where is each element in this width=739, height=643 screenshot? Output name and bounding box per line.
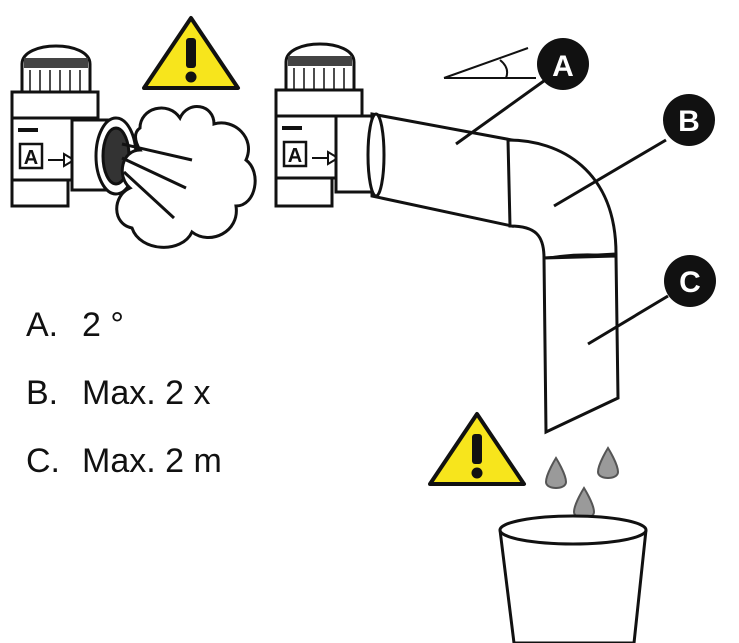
callout-a: A (537, 38, 589, 90)
callout-a-leader (455, 76, 549, 146)
legend-value-c: Max. 2 m (82, 442, 222, 480)
legend-key-b: B. (26, 374, 59, 412)
legend-value-b: Max. 2 x (82, 374, 211, 412)
valve-badge-right: A (288, 145, 302, 167)
valve-badge-left: A (24, 147, 38, 169)
callout-b-leader (553, 138, 667, 208)
callout-c-leader (587, 294, 669, 346)
legend-value-a: 2 ° (82, 306, 124, 344)
water-drop-icon-3 (572, 486, 596, 519)
callout-c: C (664, 255, 716, 307)
callout-a-label: A (552, 50, 574, 83)
callout-c-label: C (679, 266, 701, 299)
callout-b: B (663, 94, 715, 146)
legend-key-c: C. (26, 442, 60, 480)
steam-cloud-icon (115, 105, 257, 249)
warning-triangle-icon-bottom (428, 412, 526, 486)
drain-pipe-icon (366, 112, 620, 435)
water-drop-icon-2 (596, 446, 620, 479)
water-drop-icon-1 (544, 456, 568, 489)
callout-b-label: B (678, 105, 700, 138)
legend-key-a: A. (26, 306, 59, 344)
safety-valve-icon-right: A (274, 42, 378, 208)
warning-triangle-icon-top (142, 16, 240, 90)
angle-indicator-icon (443, 47, 536, 79)
safety-valve-icon-left: A (10, 44, 138, 208)
bucket-icon (498, 514, 648, 643)
